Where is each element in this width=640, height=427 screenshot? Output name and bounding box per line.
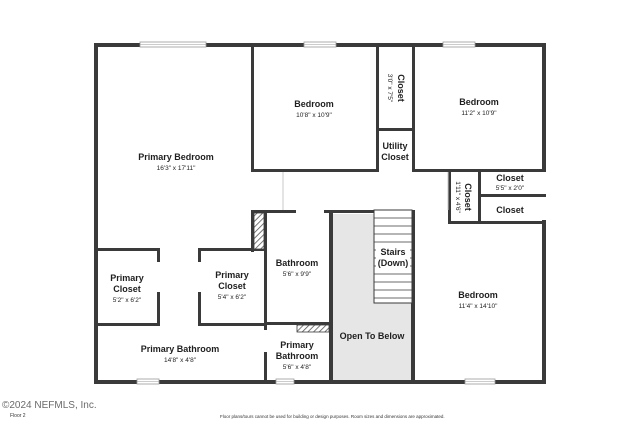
room-name: Bathroom xyxy=(276,258,319,268)
room-name: Open To Below xyxy=(340,331,406,341)
room-bedroom-1: Bedroom 10'8" x 10'9" xyxy=(294,99,334,119)
room-name: Primary Bathroom xyxy=(141,344,220,354)
room-dims: 5'6" x 9'9" xyxy=(283,271,312,278)
room-bedroom-3: Bedroom 11'4" x 14'10" xyxy=(458,290,498,310)
room-dims: 5'2" x 6'2" xyxy=(113,297,142,304)
hatch-chase-upper xyxy=(253,212,265,250)
room-dims: 11'4" x 14'10" xyxy=(459,303,498,310)
hatch-chase-lower xyxy=(296,324,330,333)
room-name: Closet xyxy=(496,173,524,183)
room-primary-closet-1: Primary Closet 5'2" x 6'2" xyxy=(110,273,144,304)
room-name-line2: Closet xyxy=(113,284,141,294)
windows xyxy=(136,41,496,385)
door-utility-closet xyxy=(381,169,407,172)
room-name-line2: Bathroom xyxy=(276,351,319,361)
room-utility-closet: Utility Closet xyxy=(381,141,409,162)
room-name-line2: Closet xyxy=(381,152,409,162)
room-name-line1: Utility xyxy=(382,141,407,151)
room-closet-2: Closet 5'5" x 2'0" xyxy=(496,173,525,192)
room-closet-1: Closet 3'0" x 7'5" xyxy=(386,74,406,103)
floor-label: Floor 2 xyxy=(10,413,26,419)
room-primary-bathroom-1: Primary Bathroom 14'8" x 4'8" xyxy=(141,344,220,364)
room-dims: 1'11" x 4'6" xyxy=(454,181,461,213)
door-primary-bathroom xyxy=(264,330,267,352)
room-open-to-below: Open To Below xyxy=(340,331,406,341)
room-name: Closet xyxy=(496,205,524,215)
room-name-line1: Primary xyxy=(215,270,249,280)
room-name: Bedroom xyxy=(459,97,499,107)
room-name: Bedroom xyxy=(458,290,498,300)
room-stairs: Stairs (Down) xyxy=(376,244,410,268)
room-dims: 11'2" x 10'9" xyxy=(461,110,497,117)
room-name: Primary Bedroom xyxy=(138,152,214,162)
room-dims: 14'8" x 4'8" xyxy=(164,357,197,364)
room-name-line1: Primary xyxy=(280,340,314,350)
room-name: Closet xyxy=(396,74,406,102)
room-name-line2: Closet xyxy=(218,281,246,291)
room-name: Closet xyxy=(463,183,473,211)
disclaimer-text: Floor plans/tours cannot be used for bui… xyxy=(220,414,445,419)
copyright-watermark: ©2024 NEFMLS, Inc. xyxy=(2,400,97,411)
room-name-line2: (Down) xyxy=(378,258,409,268)
room-name-line1: Primary xyxy=(110,273,144,283)
room-dims: 5'4" x 6'2" xyxy=(218,294,247,301)
room-primary-bathroom-2: Primary Bathroom 5'6" x 4'8" xyxy=(276,340,319,371)
room-dims: 3'0" x 7'5" xyxy=(386,74,393,103)
room-primary-bedroom: Primary Bedroom 16'3" x 17'11" xyxy=(138,152,214,172)
room-dims: 5'6" x 4'8" xyxy=(283,364,312,371)
room-primary-closet-2: Primary Closet 5'4" x 6'2" xyxy=(215,270,249,301)
room-bedroom-2: Bedroom 11'2" x 10'9" xyxy=(459,97,499,117)
door-bathroom xyxy=(296,210,324,213)
room-bathroom: Bathroom 5'6" x 9'9" xyxy=(276,258,319,278)
room-dims: 16'3" x 17'11" xyxy=(157,165,196,172)
room-dims: 10'8" x 10'9" xyxy=(296,112,332,119)
room-name-line1: Stairs xyxy=(380,247,405,257)
room-closet-4: Closet xyxy=(496,205,524,215)
door-primary-closet-right xyxy=(198,262,201,292)
room-dims: 5'5" x 2'0" xyxy=(496,185,525,192)
room-name: Bedroom xyxy=(294,99,334,109)
door-primary-closet-left xyxy=(157,262,160,292)
door-hall-right xyxy=(415,210,445,213)
room-closet-3: Closet 1'11" x 4'6" xyxy=(454,181,473,213)
